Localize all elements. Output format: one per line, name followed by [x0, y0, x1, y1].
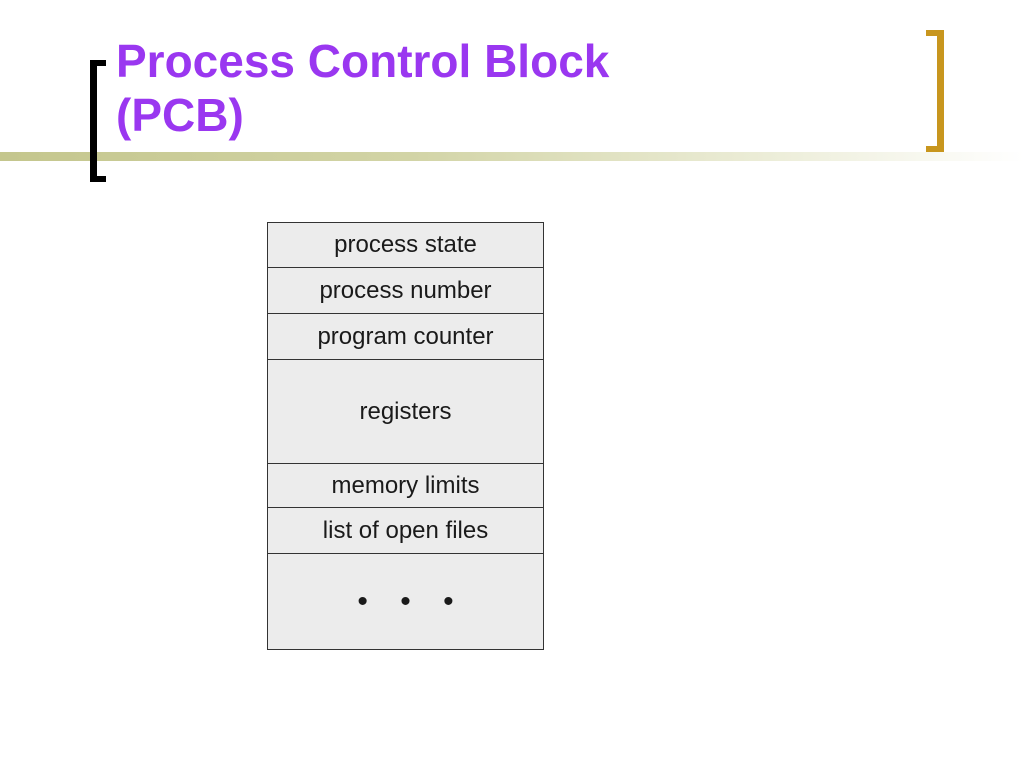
- pcb-field-process-number: process number: [268, 268, 543, 314]
- pcb-field-open-files: list of open files: [268, 508, 543, 554]
- title-underline-bar: [0, 152, 1024, 161]
- pcb-field-program-counter: program counter: [268, 314, 543, 360]
- pcb-field-process-state: process state: [268, 223, 543, 268]
- right-bracket-decoration: [926, 30, 944, 152]
- pcb-field-registers: registers: [268, 360, 543, 464]
- pcb-field-ellipsis: • • •: [268, 554, 543, 649]
- slide-title-line2: (PCB): [116, 89, 244, 141]
- pcb-field-memory-limits: memory limits: [268, 464, 543, 508]
- pcb-diagram: process state process number program cou…: [267, 222, 544, 650]
- left-bracket-decoration: [90, 60, 106, 182]
- slide-title-line1: Process Control Block: [116, 35, 610, 87]
- slide-title: Process Control Block (PCB): [116, 34, 916, 142]
